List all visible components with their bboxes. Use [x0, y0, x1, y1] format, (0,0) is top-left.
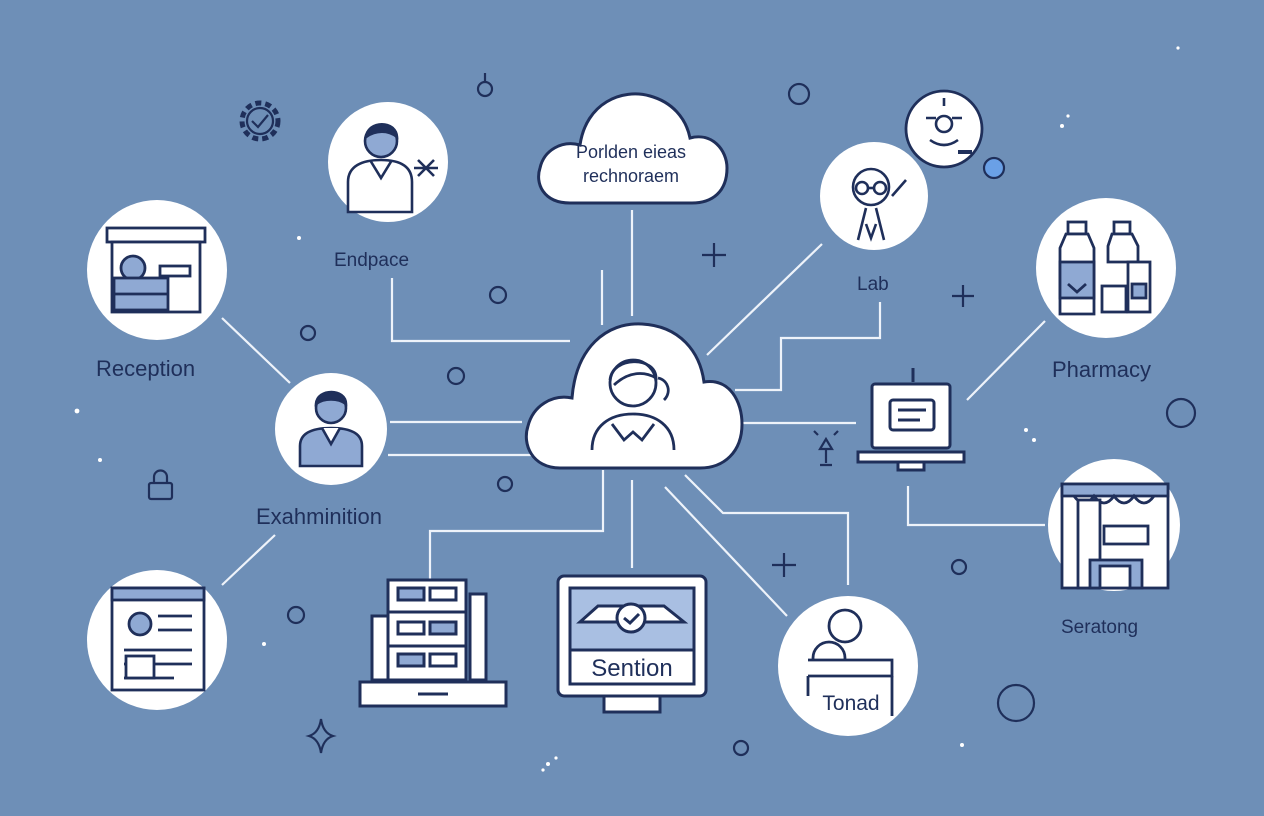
records-node[interactable] — [87, 570, 227, 710]
document-icon — [110, 586, 206, 692]
cloud-top-text-line2: rechnoraem — [582, 166, 680, 186]
dot — [546, 762, 550, 766]
cloud-top-text-line1: Porlden eieas — [575, 142, 687, 162]
ring-ornament — [286, 605, 306, 625]
cloud-shape — [537, 92, 729, 205]
ring-ornament — [299, 324, 317, 342]
dot — [98, 458, 102, 462]
cloud-top-node — [537, 92, 729, 205]
bulb-icon — [813, 430, 839, 467]
dot — [1032, 438, 1036, 442]
dot — [541, 768, 545, 772]
connector-tonad-elbow — [684, 474, 850, 585]
examination-label: Exahminition — [256, 504, 382, 529]
patient-bed-icon — [806, 608, 894, 716]
pin-ornament — [476, 80, 494, 98]
laptop-node[interactable] — [856, 368, 966, 472]
ring-ornament — [1165, 397, 1197, 429]
dot — [1176, 46, 1180, 50]
connector-pharmacy — [966, 320, 1046, 401]
dot — [262, 642, 266, 646]
lab-label: Lab — [857, 274, 889, 295]
tonad-label: Tonad — [822, 692, 880, 715]
sparkle-icon — [305, 718, 337, 754]
connector-tonad — [664, 486, 788, 617]
reception-desk-icon — [105, 226, 207, 314]
ring-ornament — [996, 683, 1036, 723]
sention-label: Sention — [591, 655, 673, 682]
plus-icon — [952, 285, 974, 307]
node-circle — [1036, 198, 1176, 338]
endpace-label: Endpace — [334, 250, 410, 271]
dot — [297, 236, 301, 240]
gear-icon — [245, 106, 275, 136]
accent-dot — [982, 156, 1006, 180]
server-node[interactable] — [358, 578, 508, 708]
laptop-icon — [856, 368, 966, 472]
dot — [1066, 114, 1070, 118]
dot — [554, 756, 558, 760]
lock-icon — [152, 469, 169, 483]
gear-check — [251, 114, 269, 129]
lab-node[interactable] — [820, 142, 928, 250]
cloud-shape — [524, 322, 744, 470]
connector-reception — [221, 317, 291, 384]
storefront-icon — [1060, 482, 1170, 590]
lab-technician-icon — [851, 167, 907, 242]
ring-ornament — [787, 82, 811, 106]
tonad-node[interactable] — [778, 596, 918, 736]
lock-icon — [147, 481, 174, 501]
node-circle — [904, 89, 984, 169]
examination-node[interactable] — [275, 373, 387, 485]
dot — [960, 743, 964, 747]
sention-node[interactable] — [556, 574, 708, 714]
doctor-icon — [298, 390, 364, 468]
pharmacy-node[interactable] — [1036, 198, 1176, 338]
connector-seratong — [906, 486, 1045, 527]
ring-ornament — [496, 475, 514, 493]
medicine-bottles-icon — [1058, 220, 1152, 316]
person-icon — [346, 122, 438, 214]
node-circle — [820, 142, 928, 250]
connector-lines — [221, 210, 1046, 617]
connector-records — [221, 534, 276, 586]
center-cloud-node — [524, 322, 744, 470]
dot — [1024, 428, 1028, 432]
seratong-node[interactable] — [1048, 459, 1180, 591]
endpace-node[interactable] — [328, 102, 448, 222]
connector-server — [428, 470, 605, 580]
support-node[interactable] — [904, 89, 984, 169]
headset-icon — [926, 98, 972, 154]
connector-lab — [706, 243, 823, 356]
monitor-icon — [556, 574, 708, 714]
pharmacy-label: Pharmacy — [1052, 357, 1152, 382]
plus-icon — [772, 553, 796, 577]
connector-lab-elbow — [735, 302, 882, 392]
dot — [1060, 124, 1064, 128]
dot — [74, 408, 80, 414]
background-ornaments — [147, 73, 1197, 757]
seratong-label: Seratong — [1061, 617, 1139, 638]
dot-ornaments — [74, 46, 1180, 772]
ring-ornament — [950, 558, 968, 576]
connector-endpace — [390, 278, 570, 343]
reception-label: Reception — [96, 356, 196, 381]
gear-icon — [239, 100, 281, 142]
ring-ornament — [446, 366, 466, 386]
ring-ornament — [488, 285, 508, 305]
cloud-user-icon — [590, 358, 676, 451]
reception-node[interactable] — [87, 200, 227, 340]
ring-ornament — [732, 739, 750, 757]
server-icon — [358, 578, 508, 708]
plus-icon — [702, 243, 726, 267]
